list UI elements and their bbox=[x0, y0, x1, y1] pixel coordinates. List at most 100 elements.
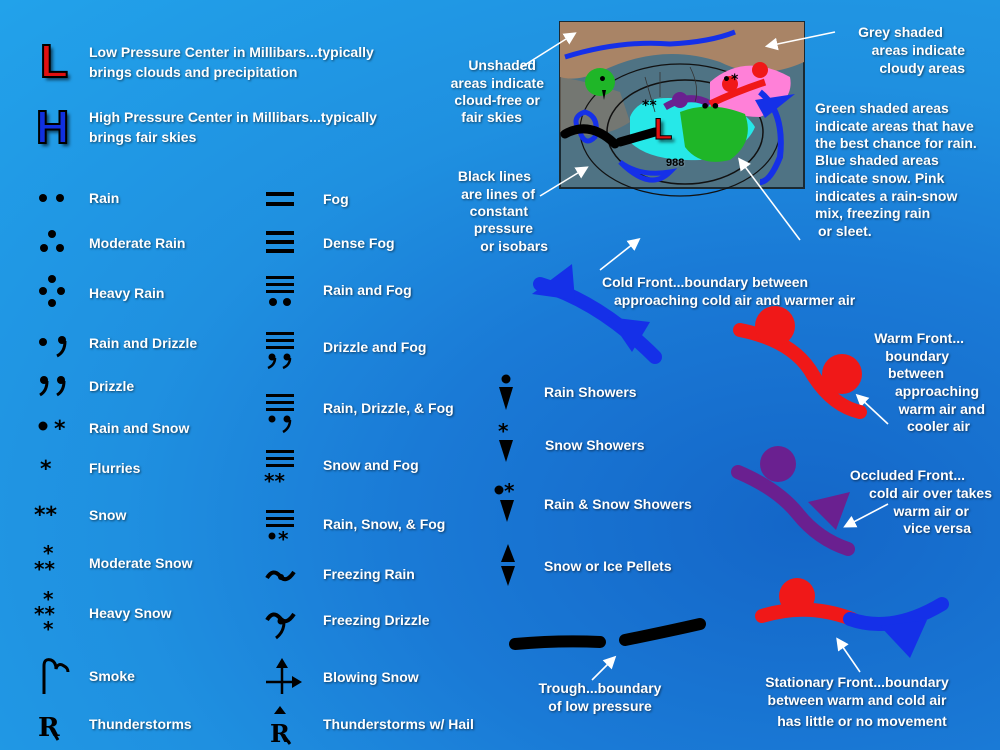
high-pressure-text-2: brings fair skies bbox=[89, 129, 197, 145]
svg-text:••: •• bbox=[700, 97, 720, 116]
flurries-label: Flurries bbox=[89, 460, 141, 476]
unshaded-note-2: areas indicate bbox=[450, 75, 544, 91]
black-note-2: are lines of bbox=[461, 186, 535, 202]
ice-pellets-label: Snow or Ice Pellets bbox=[544, 558, 672, 574]
low-pressure-icon: L bbox=[39, 35, 69, 87]
rain-drizzle-fog-icon bbox=[266, 394, 294, 434]
rain-snow-icon: * bbox=[38, 417, 66, 442]
black-note-1: Black lines bbox=[457, 168, 531, 184]
svg-text:**: ** bbox=[34, 503, 58, 528]
rain-snow-label: Rain and Snow bbox=[89, 420, 190, 436]
occluded-front-text-4: vice versa bbox=[903, 520, 971, 536]
cold-front-icon bbox=[532, 264, 662, 364]
thunderstorm-label: Thunderstorms bbox=[89, 716, 192, 732]
snow-fog-label: Snow and Fog bbox=[323, 457, 419, 473]
freezing-drizzle-icon bbox=[265, 612, 296, 640]
occluded-front-text-2: cold air over takes bbox=[869, 485, 992, 501]
warm-front-text-4: approaching bbox=[894, 383, 979, 399]
drizzle-icon bbox=[39, 376, 66, 397]
snow-label: Snow bbox=[89, 507, 127, 523]
stationary-front-text-2: between warm and cold air bbox=[767, 692, 947, 708]
green-note-4: Blue shaded areas bbox=[815, 152, 939, 168]
drizzle-fog-icon bbox=[266, 332, 294, 370]
snow-showers-icon: * bbox=[498, 419, 513, 462]
stationary-front-text-1: Stationary Front...boundary bbox=[765, 674, 949, 690]
snow-icon: ** bbox=[34, 503, 58, 528]
green-note-6: indicates a rain-snow bbox=[815, 188, 958, 204]
rain-drizzle-fog-label: Rain, Drizzle, & Fog bbox=[323, 400, 454, 416]
rain-snow-showers-label: Rain & Snow Showers bbox=[544, 496, 692, 512]
smoke-icon bbox=[42, 658, 70, 694]
freezing-rain-label: Freezing Rain bbox=[323, 566, 415, 582]
warm-front-text-2: boundary bbox=[885, 348, 949, 364]
flurries-icon: * bbox=[40, 457, 52, 482]
green-note-7: mix, freezing rain bbox=[815, 205, 931, 221]
high-pressure-icon: H bbox=[35, 101, 70, 153]
blowing-snow-icon bbox=[266, 658, 302, 694]
warm-front-text-6: cooler air bbox=[906, 418, 970, 434]
map-low-icon: L bbox=[653, 113, 673, 146]
heavy-rain-label: Heavy Rain bbox=[89, 285, 165, 301]
trough-text-1: Trough...boundary bbox=[538, 680, 662, 696]
rain-fog-label: Rain and Fog bbox=[323, 282, 412, 298]
rain-drizzle-label: Rain and Drizzle bbox=[89, 335, 198, 351]
stationary-front-icon bbox=[755, 578, 949, 658]
drizzle-label: Drizzle bbox=[89, 378, 135, 394]
svg-text:*: * bbox=[43, 541, 54, 565]
low-pressure-text-2: brings clouds and precipitation bbox=[89, 64, 298, 80]
grey-note-1: Grey shaded bbox=[858, 24, 943, 40]
rain-fog-icon bbox=[266, 276, 294, 306]
green-note-1: Green shaded areas bbox=[815, 100, 949, 116]
low-pressure-text-1: Low Pressure Center in Millibars...typic… bbox=[89, 44, 374, 60]
weather-map: •• ** •* • bbox=[559, 21, 805, 197]
dense-fog-label: Dense Fog bbox=[323, 235, 395, 251]
occluded-front-text-1: Occluded Front... bbox=[849, 467, 965, 483]
unshaded-note-1: Unshaded bbox=[468, 57, 536, 73]
warm-front-text-1: Warm Front... bbox=[874, 330, 964, 346]
high-pressure-text-1: High Pressure Center in Millibars...typi… bbox=[89, 109, 377, 125]
fog-icon bbox=[266, 192, 294, 206]
rain-label: Rain bbox=[89, 190, 120, 206]
svg-text:•*: •* bbox=[722, 72, 739, 88]
rain-icon bbox=[39, 194, 64, 202]
blowing-snow-label: Blowing Snow bbox=[323, 669, 419, 685]
drizzle-fog-label: Drizzle and Fog bbox=[323, 339, 427, 355]
dense-fog-icon bbox=[266, 231, 294, 253]
grey-note-2: areas indicate bbox=[871, 42, 965, 58]
green-note-2: indicate areas that have bbox=[815, 118, 974, 134]
moderate-snow-label: Moderate Snow bbox=[89, 555, 193, 571]
rain-snow-showers-icon: * bbox=[494, 479, 515, 522]
ice-pellets-icon bbox=[501, 544, 515, 586]
svg-text:**: ** bbox=[264, 469, 285, 493]
svg-text:**: ** bbox=[34, 602, 55, 626]
warm-front-text-3: between bbox=[887, 365, 944, 381]
smoke-label: Smoke bbox=[89, 668, 135, 684]
green-note-8: or sleet. bbox=[818, 223, 872, 239]
cold-front-text-1: Cold Front...boundary between bbox=[602, 274, 809, 290]
rain-showers-label: Rain Showers bbox=[544, 384, 637, 400]
moderate-rain-icon bbox=[40, 230, 64, 252]
stationary-front-text-3: has little or no movement bbox=[777, 713, 947, 729]
warm-front-text-5: warm air and bbox=[898, 401, 985, 417]
trough-icon bbox=[509, 618, 706, 650]
svg-text:*: * bbox=[43, 587, 54, 611]
svg-text:*: * bbox=[43, 617, 54, 641]
freezing-drizzle-label: Freezing Drizzle bbox=[323, 612, 430, 628]
svg-text:*: * bbox=[40, 457, 52, 482]
svg-text:*: * bbox=[278, 527, 289, 551]
heavy-rain-icon bbox=[39, 275, 65, 307]
freezing-rain-icon bbox=[265, 570, 296, 582]
svg-text:**: ** bbox=[34, 557, 55, 581]
rain-showers-icon bbox=[499, 374, 513, 410]
snow-showers-label: Snow Showers bbox=[545, 437, 645, 453]
thunderstorm-icon: R bbox=[38, 713, 60, 743]
fog-label: Fog bbox=[323, 191, 349, 207]
black-note-4: pressure bbox=[473, 220, 533, 236]
black-note-3: constant bbox=[469, 203, 528, 219]
svg-text:*: * bbox=[498, 419, 509, 443]
unshaded-note-4: fair skies bbox=[461, 109, 522, 125]
thunderstorm-hail-label: Thunderstorms w/ Hail bbox=[323, 716, 474, 732]
svg-text:**: ** bbox=[642, 98, 657, 114]
heavy-snow-label: Heavy Snow bbox=[89, 605, 172, 621]
